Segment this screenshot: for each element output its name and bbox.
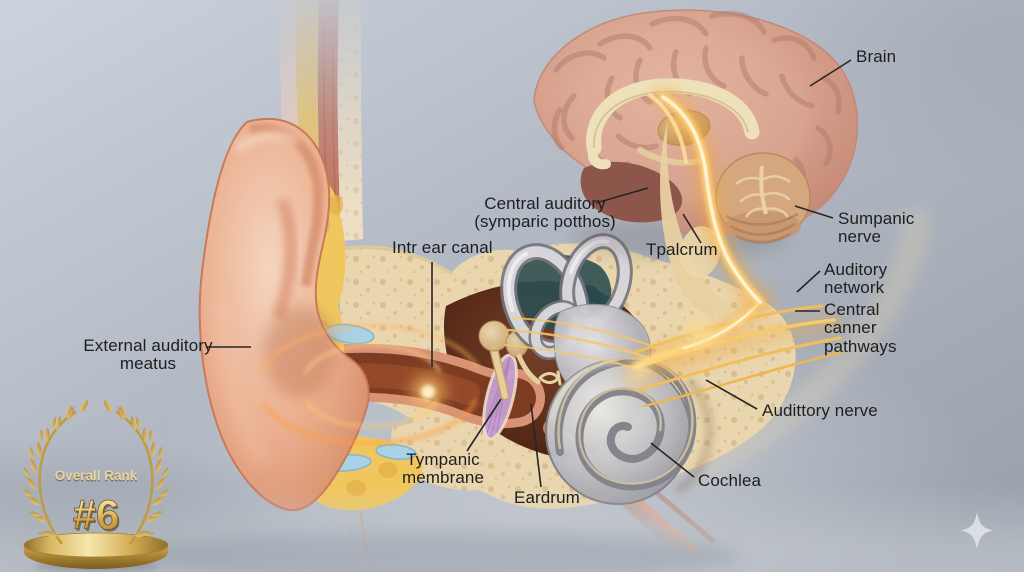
auditory-pathway-glow — [648, 88, 769, 311]
leader-eardrum — [530, 403, 542, 488]
badge-title-shadow: Overall Rank — [55, 470, 138, 485]
rank-badge: Overall Rank Overall Rank #6 #6 — [22, 396, 172, 571]
badge-wreath — [22, 396, 172, 546]
ground-shadow — [120, 532, 740, 572]
brainstem — [660, 120, 736, 316]
leader-sumpanic-nerve — [794, 205, 834, 219]
leader-cochlea — [650, 442, 695, 478]
sparkle-icon — [961, 512, 993, 549]
leader-brain — [809, 59, 852, 87]
badge-rank-shadow: #6 — [74, 493, 121, 540]
tympanic-membrane — [480, 353, 518, 441]
leader-lines — [206, 59, 852, 488]
badge-podium — [23, 532, 169, 569]
leader-tympanic-membrane — [466, 398, 502, 452]
sound-glow — [260, 323, 480, 446]
pinna — [198, 117, 370, 512]
bone-swoosh — [694, 208, 930, 482]
badge-rank: #6 — [73, 491, 120, 538]
leader-central-auditory — [595, 187, 649, 204]
leader-auditory-network — [796, 270, 821, 293]
leader-audittory-nerve — [705, 379, 758, 410]
cerebellum — [715, 152, 811, 244]
auditory-nerve-fibers — [504, 294, 844, 408]
leader-tpalcrum — [682, 213, 702, 244]
brain — [533, 9, 859, 316]
badge-title: Overall Rank — [55, 468, 138, 483]
corpus-callosum — [586, 78, 760, 156]
